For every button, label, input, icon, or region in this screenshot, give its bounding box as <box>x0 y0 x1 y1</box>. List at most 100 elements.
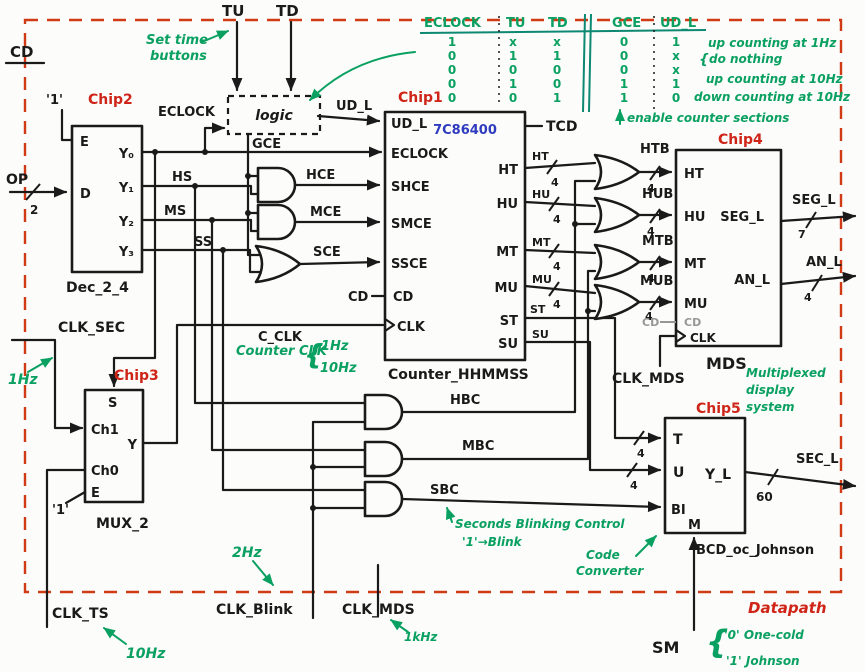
chip3-pin-y: Y <box>127 438 138 453</box>
bus-slash <box>548 281 560 297</box>
bus-width-2: 2 <box>30 203 38 217</box>
chip4-pin-anl: AN_L <box>734 273 770 288</box>
bus-width-7: 7 <box>798 228 806 241</box>
wire-hs-to-hbc <box>193 184 367 405</box>
junction-dot <box>245 173 251 179</box>
bus-slash <box>633 430 645 446</box>
junction-dot <box>202 149 208 155</box>
ms-label: MS <box>164 204 186 219</box>
wire-st <box>523 316 662 444</box>
chip5-pin-t: T <box>673 432 683 448</box>
chip2-pin-y3: Y₃ <box>118 245 134 260</box>
tt-cell: 0 <box>553 77 561 91</box>
chip1-pin: HT <box>498 163 518 178</box>
wire-su <box>523 340 662 476</box>
tt-cell: 0 <box>509 91 517 105</box>
bus-slash <box>805 211 817 229</box>
chip2-tag: Chip2 <box>88 92 133 108</box>
junction-dot <box>310 464 316 470</box>
and-gate-hbc <box>363 393 404 431</box>
chip4-clk-triangle-icon <box>674 328 687 344</box>
or-gate-sce <box>254 244 302 284</box>
chip5-pin-bi: BI <box>671 503 686 518</box>
tt-header: UD_L <box>660 16 696 31</box>
blink-note-2: '1'→Blink <box>462 535 523 549</box>
an-l-label: AN_L <box>806 255 842 270</box>
tt-cell: 0 <box>553 63 561 77</box>
code-note-arrow <box>635 535 657 557</box>
bus-slash <box>649 208 661 224</box>
tt-cell: 0 <box>620 49 628 63</box>
bus-slash <box>548 243 560 259</box>
st-bus-label: ST <box>530 303 546 316</box>
chip1-pin: CD <box>393 290 414 305</box>
mt-bus-label: MT <box>532 236 551 249</box>
tt-cell: x <box>509 35 517 49</box>
chip3-body <box>83 388 145 504</box>
chip1-clk-triangle-icon <box>383 317 396 333</box>
chip4-name: MDS <box>706 354 747 373</box>
wire-ss <box>140 248 265 274</box>
chip1-pin: ECLOCK <box>391 147 449 162</box>
logic-label: logic <box>255 108 293 124</box>
bus-width-60: 60 <box>756 490 773 504</box>
or-gate-mtb <box>593 243 641 281</box>
chip2-pin-y1: Y₁ <box>118 181 134 196</box>
mbc-label: MBC <box>462 439 494 454</box>
clk-mds-label: CLK_MDS <box>612 371 685 387</box>
wire-clk-ts <box>45 468 87 629</box>
wire-one-to-mux-e <box>64 490 87 505</box>
chip2-name: Dec_2_4 <box>66 280 129 296</box>
tt-cell: 1 <box>672 77 680 91</box>
counter-clk-note: Counter CLK <box>236 344 328 359</box>
counter-clk-brace: { <box>304 338 324 371</box>
counter-clk-1hz: 1Hz <box>321 339 349 354</box>
junction-dot <box>209 217 215 223</box>
chip1-pin: HU <box>497 197 518 212</box>
arrow-10hz <box>103 627 127 645</box>
tt-note: do nothing <box>709 52 783 66</box>
and-gate-sbc <box>363 480 404 518</box>
junction-dot <box>310 505 316 511</box>
op-label: OP <box>6 172 28 188</box>
bus-width-4: 4 <box>645 310 653 323</box>
datapath-label: Datapath <box>748 599 827 617</box>
bus-slash <box>649 255 661 271</box>
junction-dot <box>245 210 251 216</box>
sm-note-1: '1' Johnson <box>726 654 800 668</box>
bus-slash <box>25 183 41 201</box>
hub-label: HUB <box>642 187 673 202</box>
chip3-tag: Chip3 <box>114 368 159 384</box>
bus-slash <box>649 165 661 181</box>
mds-note-3: system <box>746 400 795 414</box>
clk-mds-bottom-label: CLK_MDS <box>342 602 415 618</box>
tt-cell: 1 <box>509 77 517 91</box>
tt-cell: 1 <box>448 35 456 49</box>
set-time-note-1: Set time <box>146 33 208 48</box>
wire-sec-l <box>743 470 857 490</box>
td-label: TD <box>276 2 299 20</box>
and-gate-hce <box>256 166 297 204</box>
tt-header: TU <box>506 16 525 31</box>
chip1-pin: UD_L <box>391 117 427 132</box>
tt-cell: 1 <box>620 91 628 105</box>
tt-cell: 0 <box>672 91 680 105</box>
and-gate-mbc <box>363 440 404 478</box>
wire-clk-sec <box>10 338 84 434</box>
tt-note: up counting at 1Hz <box>708 36 837 50</box>
or-gate-hub <box>593 196 641 234</box>
chip2-pin-y0: Y₀ <box>118 147 134 162</box>
gce-wire-label: GCE <box>252 137 281 152</box>
chip4-body <box>674 148 783 348</box>
chip5-tag: Chip5 <box>696 401 741 417</box>
tt-note: down counting at 10Hz <box>694 90 851 104</box>
hu-bus-label: HU <box>532 188 550 201</box>
wire-eclock-to-mux-s <box>108 150 157 388</box>
hbc-label: HBC <box>450 393 480 408</box>
enable-note: enable counter sections <box>627 111 789 125</box>
tt-cell: 0 <box>448 63 456 77</box>
junction-dot <box>220 247 226 253</box>
c-clk-label: C_CLK <box>258 330 303 345</box>
clk-ts-label: CLK_TS <box>52 606 109 622</box>
